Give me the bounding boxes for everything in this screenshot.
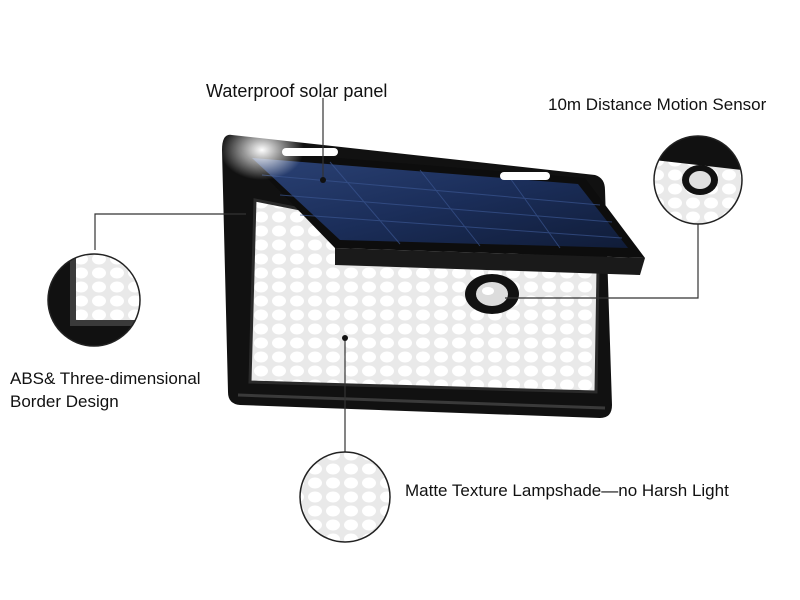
solar-panel-label: Waterproof solar panel [206,81,388,101]
border-zoom-circle [47,253,141,347]
leader-lines [94,98,699,452]
border-design-label-line2: Border Design [10,392,119,411]
border-design-label-line1: ABS& Three-dimensional [10,369,201,388]
sensor-zoom-circle [653,135,743,225]
lampshade-zoom-circle [299,451,391,543]
solar-panel [220,120,645,275]
motion-sensor-label: 10m Distance Motion Sensor [548,95,767,114]
lampshade-label: Matte Texture Lampshade—no Harsh Light [405,481,729,500]
motion-sensor [465,274,519,314]
